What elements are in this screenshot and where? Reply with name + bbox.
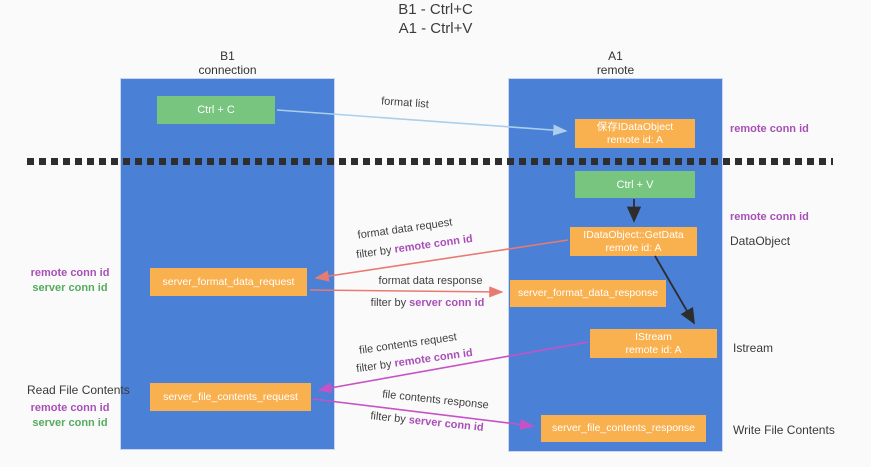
server-format-data-response-box: server_format_data_response: [510, 280, 666, 307]
remote-conn-id-label-top-right: remote conn id: [730, 123, 809, 135]
copy-paste-divider-dashed-line: [27, 158, 833, 165]
left-column-header: B1 connection: [120, 49, 335, 77]
server-format-data-request-box: server_format_data_request: [150, 268, 307, 296]
right-column-header: A1 remote: [508, 49, 723, 77]
format-data-response-filter-label: filter by server conn id: [365, 297, 490, 309]
server-file-contents-response-box: server_file_contents_response: [541, 415, 706, 442]
right-column-name: A1: [608, 49, 623, 63]
right-column-subtitle: remote: [596, 63, 635, 77]
remote-conn-id-label-left-mid: remote conn id: [30, 267, 110, 279]
server-file-contents-request-box: server_file_contents_request: [150, 383, 311, 411]
istream-box: IStream remote id: A: [590, 329, 717, 358]
server-file-contents-response-label: server_file_contents_response: [551, 422, 695, 434]
ctrl-v-box: Ctrl + V: [575, 171, 695, 198]
filter-by-text: filter by: [370, 297, 410, 309]
remote-conn-id-key: remote conn id: [393, 232, 474, 256]
diagram-title: B1 - Ctrl+C A1 - Ctrl+V: [0, 0, 871, 38]
save-idataobject-box: 保存IDataObject remote id: A: [575, 119, 695, 148]
server-format-data-request-label: server_format_data_request: [162, 275, 295, 288]
server-format-data-response-label: server_format_data_response: [517, 287, 659, 299]
server-conn-id-label-left-mid: server conn id: [32, 282, 108, 294]
ctrl-c-label: Ctrl + C: [197, 104, 235, 116]
remote-conn-id-label-left-bottom: remote conn id: [30, 402, 110, 414]
file-contents-response-label: file contents response: [381, 388, 490, 412]
format-data-response-arrow: [309, 286, 504, 298]
getdata-line2: remote id: A: [605, 241, 662, 254]
remote-conn-id-label-mid-right: remote conn id: [730, 211, 809, 223]
filter-by-text: filter by: [355, 243, 396, 262]
left-column-subtitle: connection: [198, 63, 257, 77]
file-contents-response-filter-label: filter by server conn id: [362, 409, 493, 435]
format-list-label: format list: [380, 95, 430, 111]
ctrl-v-label: Ctrl + V: [616, 178, 654, 191]
filter-by-text: filter by: [355, 357, 396, 376]
left-mid-conn-id-labels: remote conn id server conn id: [24, 266, 116, 296]
server-file-contents-request-label: server_file_contents_request: [163, 390, 298, 403]
server-conn-id-key: server conn id: [409, 297, 485, 309]
server-conn-id-key: server conn id: [408, 414, 485, 434]
save-idataobject-line2: remote id: A: [606, 133, 664, 146]
read-file-contents-label: Read File Contents: [27, 383, 130, 397]
ctrl-c-box: Ctrl + C: [157, 96, 275, 124]
dataobject-label: DataObject: [730, 234, 791, 248]
left-column-name: B1: [220, 49, 235, 63]
title-line-1: B1 - Ctrl+C: [398, 1, 473, 18]
istream-line2: remote id: A: [625, 343, 682, 356]
format-data-response-label: format data response: [378, 275, 483, 287]
getdata-line1: IDataObject::GetData: [583, 228, 684, 241]
left-bottom-conn-id-labels: remote conn id server conn id: [24, 401, 116, 431]
filter-by-text: filter by: [369, 410, 410, 427]
save-idataobject-line1: 保存IDataObject: [596, 120, 674, 133]
idataobject-getdata-box: IDataObject::GetData remote id: A: [570, 227, 697, 256]
server-conn-id-label-left-bottom: server conn id: [32, 417, 108, 429]
istream-side-label: Istream: [733, 341, 774, 355]
title-line-2: A1 - Ctrl+V: [398, 20, 473, 37]
write-file-contents-label: Write File Contents: [733, 423, 835, 437]
istream-line1: IStream: [635, 330, 672, 343]
